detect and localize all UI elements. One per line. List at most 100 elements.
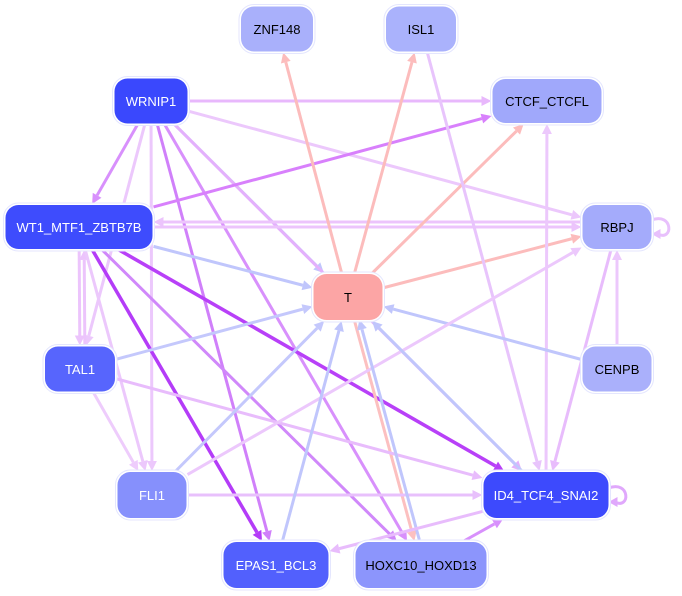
edge-line xyxy=(82,259,87,346)
edge-id4_tcf4_snai2-to-t xyxy=(372,321,524,473)
edge-tal1-to-fli1 xyxy=(92,391,139,471)
node-box xyxy=(313,274,383,320)
arrowhead xyxy=(372,321,383,332)
edge-t-to-rbpj xyxy=(383,233,582,290)
node-box xyxy=(355,542,487,588)
node-label: ISL1 xyxy=(408,22,435,37)
arrowhead xyxy=(383,304,395,314)
arrowhead xyxy=(471,470,483,481)
node-fli1[interactable]: FLI1 xyxy=(115,469,189,521)
edge-line xyxy=(371,129,518,275)
node-ctcf-ctcfl[interactable]: CTCF_CTCFL xyxy=(490,76,604,126)
node-id4-tcf4-snai2[interactable]: ID4_TCF4_SNAI2 xyxy=(481,469,611,521)
node-epas1-bcl3[interactable]: EPAS1_BCL3 xyxy=(221,539,331,591)
arrowhead xyxy=(334,321,344,332)
arrowhead xyxy=(532,460,542,471)
node-rbpj[interactable]: RBPJ xyxy=(580,202,654,252)
node-label: EPAS1_BCL3 xyxy=(236,558,317,573)
edge-cenpb-to-t xyxy=(383,304,582,361)
arrowhead xyxy=(570,209,582,220)
node-label: TAL1 xyxy=(65,362,95,377)
node-box xyxy=(386,6,456,52)
edge-line xyxy=(188,109,573,217)
edge-line xyxy=(392,307,582,361)
edge-hoxc10_hoxd13-to-id4_tcf4_snai2 xyxy=(463,519,504,543)
node-box xyxy=(223,542,329,588)
edge-line xyxy=(463,522,496,543)
edge-rbpj-to-rbpj xyxy=(650,217,671,239)
arrowhead xyxy=(92,192,102,204)
arrowhead xyxy=(570,233,582,244)
edge-id4_tcf4_snai2-to-ctcf_ctcfl xyxy=(541,124,552,472)
arrowhead xyxy=(313,321,325,332)
arrowhead xyxy=(493,461,505,471)
node-box xyxy=(492,79,602,123)
node-box xyxy=(114,78,188,124)
edge-line xyxy=(163,123,404,534)
node-box xyxy=(483,472,609,518)
node-t[interactable]: T xyxy=(311,271,385,323)
arrowhead xyxy=(83,334,94,346)
edge-line xyxy=(92,391,135,464)
arrowhead xyxy=(280,52,291,64)
edge-line xyxy=(360,328,421,541)
arrowhead xyxy=(481,96,492,106)
edge-line xyxy=(101,248,391,536)
arrowhead xyxy=(480,113,492,124)
node-tal1[interactable]: TAL1 xyxy=(42,344,118,394)
node-label: FLI1 xyxy=(139,488,165,503)
edge-wrnip1-to-rbpj xyxy=(188,109,582,220)
node-label: HOXC10_HOXD13 xyxy=(365,558,476,573)
arrowhead xyxy=(138,460,148,471)
arrowhead xyxy=(262,530,272,541)
arrowhead xyxy=(407,530,417,541)
arrowhead xyxy=(608,497,618,507)
node-znf148[interactable]: ZNF148 xyxy=(238,4,316,54)
edge-line xyxy=(383,237,573,290)
edge-line xyxy=(425,52,539,462)
edge-epas1_bcl3-to-t xyxy=(280,321,344,542)
edges-layer xyxy=(74,52,671,554)
node-isl1[interactable]: ISL1 xyxy=(383,4,459,54)
node-label: WT1_MTF1_ZBTB7B xyxy=(17,220,142,235)
node-box xyxy=(241,6,313,52)
arrowhead xyxy=(651,229,661,239)
node-wrnip1[interactable]: WRNIP1 xyxy=(112,76,190,126)
node-label: WRNIP1 xyxy=(126,94,177,109)
arrowhead xyxy=(491,519,504,529)
edge-fli1-to-rbpj xyxy=(186,247,582,476)
node-cenpb[interactable]: CENPB xyxy=(580,344,654,394)
arrowhead xyxy=(541,124,552,135)
edge-tal1-to-t xyxy=(115,304,313,361)
node-label: ID4_TCF4_SNAI2 xyxy=(494,488,599,503)
edge-line xyxy=(544,133,549,472)
node-label: CTCF_CTCFL xyxy=(505,94,589,109)
edge-wt1_mtf1_zbtb7b-to-epas1_bcl3 xyxy=(90,249,263,541)
node-box xyxy=(45,346,115,392)
edge-wrnip1-to-ctcf_ctcfl xyxy=(188,96,492,106)
arrowhead xyxy=(301,280,313,291)
edge-line xyxy=(607,485,628,505)
edge-line xyxy=(650,217,671,237)
edge-line xyxy=(186,251,574,476)
edge-line xyxy=(155,124,269,532)
arrowhead xyxy=(472,490,483,500)
edge-wrnip1-to-hoxc10_hoxd13 xyxy=(163,123,408,541)
edge-line xyxy=(115,377,474,477)
edge-fli1-to-t xyxy=(174,321,325,473)
node-hoxc10-hoxd13[interactable]: HOXC10_HOXD13 xyxy=(353,539,489,591)
node-wt1-mtf1-zbtb7b[interactable]: WT1_MTF1_ZBTB7B xyxy=(3,202,155,252)
edge-wt1_mtf1_zbtb7b-to-rbpj xyxy=(153,222,582,232)
edge-line xyxy=(115,307,304,361)
arrowhead xyxy=(301,304,313,314)
edge-line xyxy=(378,327,524,473)
node-label: T xyxy=(344,290,352,305)
node-label: RBPJ xyxy=(600,220,633,235)
node-box xyxy=(5,205,153,249)
edge-isl1-to-id4_tcf4_snai2 xyxy=(425,52,542,471)
edge-wt1_mtf1_zbtb7b-to-tal1 xyxy=(74,249,85,346)
node-label: CENPB xyxy=(595,362,640,377)
arrowhead xyxy=(74,335,85,346)
